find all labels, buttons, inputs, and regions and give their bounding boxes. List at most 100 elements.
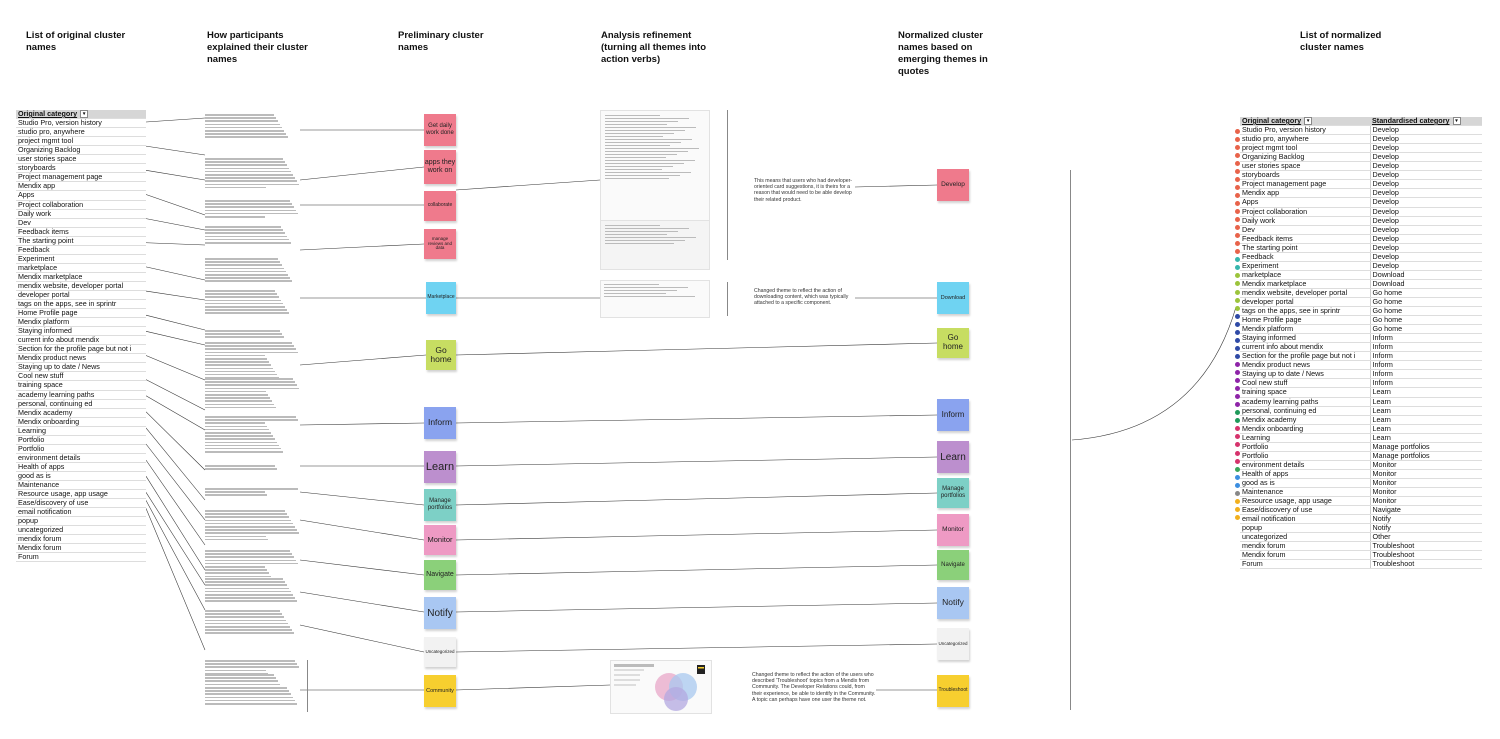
connector-line — [145, 170, 206, 181]
preliminary-sticky-note[interactable]: Community — [424, 675, 456, 707]
original-category-cell: Health of apps — [1240, 469, 1371, 479]
category-color-dot — [1235, 233, 1240, 239]
original-category-cell: tags on the apps, see in sprintr — [16, 299, 146, 310]
normalized-sticky-note[interactable]: Notify — [937, 587, 969, 619]
category-color-dot — [1235, 200, 1240, 206]
refinement-document-3 — [600, 280, 710, 318]
preliminary-sticky-note[interactable]: collaborate — [424, 191, 456, 221]
category-color-dot — [1235, 152, 1240, 158]
original-category-cell: Daily work — [16, 209, 146, 219]
table-row: Cool new stuff — [16, 371, 146, 382]
original-category-cell: storyboards — [16, 163, 146, 174]
normalized-sticky-note[interactable]: Navigate — [937, 550, 969, 580]
preliminary-sticky-note[interactable]: Marketplace — [426, 282, 456, 314]
connector-line — [145, 395, 206, 431]
original-category-cell: Resource usage, app usage — [16, 489, 146, 500]
connector-line — [299, 166, 425, 181]
standardised-category-cell: Develop — [1370, 261, 1482, 271]
standardised-category-cell: Develop — [1370, 125, 1482, 136]
preliminary-sticky-note[interactable]: Monitor — [424, 525, 456, 555]
original-category-cell: Maintenance — [1240, 487, 1371, 498]
original-category-cell: Studio Pro, version history — [1240, 125, 1371, 136]
normalized-sticky-note[interactable]: Develop — [937, 169, 969, 201]
table-row: academy learning paths — [16, 390, 146, 400]
original-category-cell: Staying up to date / News — [1240, 369, 1371, 380]
original-category-cell: user stories space — [1240, 161, 1371, 172]
connector-line — [455, 414, 938, 424]
original-category-cell: Apps — [1240, 197, 1371, 208]
standardised-category-cell: Troubleshoot — [1370, 541, 1482, 552]
normalized-sticky-note[interactable]: Manage portfolios — [937, 478, 969, 508]
table-row: Mendix product news — [16, 353, 146, 364]
original-category-cell: Mendix platform — [16, 317, 146, 328]
normalized-sticky-note[interactable]: Learn — [937, 441, 969, 473]
table-row: training space — [16, 380, 146, 391]
preliminary-sticky-note[interactable]: Uncategorized — [424, 637, 456, 667]
standardised-category-cell: Notify — [1370, 514, 1482, 525]
connector-line — [145, 492, 206, 586]
normalized-sticky-note[interactable]: Uncategorized — [937, 628, 969, 660]
original-category-cell: Portfolio — [16, 435, 146, 445]
preliminary-sticky-note[interactable]: Navigate — [424, 560, 456, 590]
filter-dropdown-icon[interactable]: ▾ — [1452, 117, 1461, 125]
table-row: Dev — [16, 218, 146, 228]
category-color-dot — [1235, 337, 1240, 343]
connector-line — [145, 194, 206, 216]
category-color-dot — [1235, 176, 1240, 182]
table-row: Project collaboration — [16, 200, 146, 210]
category-color-dot — [1235, 184, 1240, 190]
filter-dropdown-icon[interactable]: ▾ — [1304, 117, 1313, 125]
preliminary-sticky-note[interactable]: Get daily work done — [424, 114, 456, 146]
standardised-category-cell: Go home — [1370, 297, 1482, 308]
original-category-cell: Experiment — [16, 254, 146, 264]
original-category-cell: Mendix forum — [1240, 550, 1371, 561]
filter-dropdown-icon[interactable]: ▾ — [80, 110, 89, 118]
table-row: Project management page — [16, 172, 146, 183]
category-color-dot — [1235, 353, 1240, 359]
preliminary-sticky-note[interactable]: Go home — [426, 340, 456, 370]
preliminary-sticky-note[interactable]: Notify — [424, 597, 456, 629]
standardised-category-cell: Learn — [1370, 406, 1482, 416]
original-category-header: Original category▾ — [16, 110, 146, 120]
category-color-dot — [1235, 225, 1240, 231]
preliminary-sticky-note[interactable]: Manage portfolios — [424, 489, 456, 521]
standardised-category-cell: Develop — [1370, 243, 1482, 253]
standardised-category-cell: Develop — [1370, 179, 1482, 190]
original-category-cell: personal, continuing ed — [16, 399, 146, 409]
normalized-sticky-note[interactable]: Go home — [937, 328, 969, 358]
standardised-category-cell: Manage portfolios — [1370, 451, 1482, 461]
original-category-cell: Learning — [16, 426, 146, 436]
participant-note — [205, 578, 300, 604]
standardised-category-cell: Develop — [1370, 197, 1482, 208]
standardised-category-cell: Develop — [1370, 188, 1482, 199]
preliminary-sticky-note[interactable]: apps they work on — [424, 150, 456, 184]
preliminary-sticky-note[interactable]: Inform — [424, 407, 456, 439]
original-category-cell: environment details — [16, 453, 146, 463]
preliminary-sticky-note[interactable]: manage reviews and data — [424, 229, 456, 259]
category-color-dot — [1235, 402, 1240, 408]
table-row: Staying up to date / News — [16, 362, 146, 373]
standardised-category-cell: Monitor — [1370, 487, 1482, 498]
category-color-dot — [1235, 160, 1240, 166]
normalized-sticky-note[interactable]: Download — [937, 282, 969, 314]
original-category-cell: Experiment — [1240, 261, 1371, 271]
table-row: user stories space — [16, 154, 146, 165]
table-row: Feedback — [16, 245, 146, 255]
preliminary-sticky-note[interactable]: Learn — [424, 451, 456, 483]
normalized-sticky-note[interactable]: Troubleshoot — [937, 675, 969, 707]
normalized-sticky-note[interactable]: Monitor — [937, 514, 969, 546]
header-normalized-names: Normalized cluster names based on emergi… — [898, 30, 988, 77]
normalized-sticky-note[interactable]: Inform — [937, 399, 969, 431]
participant-note — [205, 687, 300, 706]
